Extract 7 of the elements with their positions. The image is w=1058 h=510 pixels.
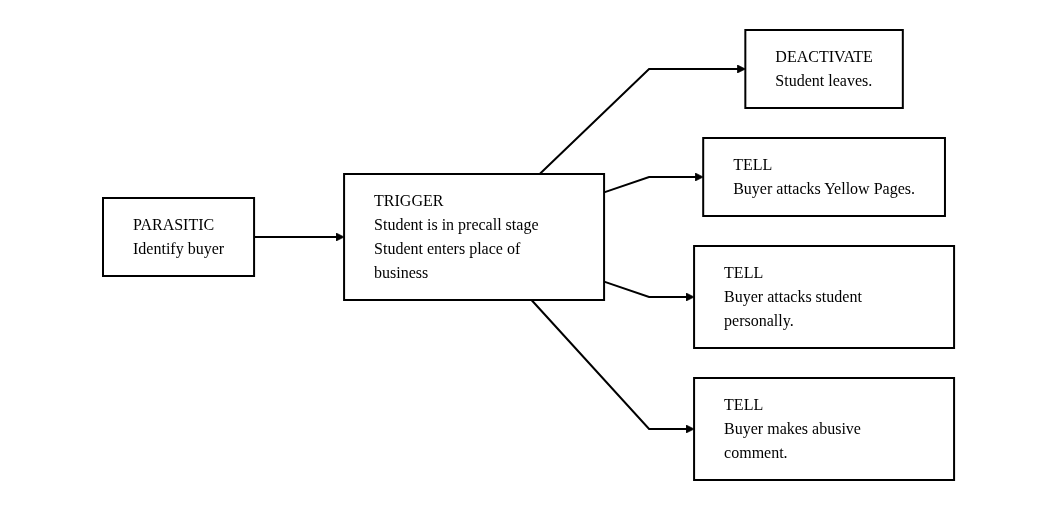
node-box: DEACTIVATE Student leaves. bbox=[744, 29, 905, 109]
node-box: TELL Buyer attacks Yellow Pages. bbox=[702, 137, 947, 217]
node-box: TELL Buyer makes abusive comment. bbox=[693, 377, 956, 481]
arrow bbox=[530, 299, 695, 434]
node-box: PARASITIC Identify buyer bbox=[102, 197, 256, 277]
node-box: TELL Buyer attacks student personally. bbox=[693, 245, 956, 349]
node-box: TRIGGER Student is in precall stage Student enters place of business bbox=[343, 173, 606, 301]
